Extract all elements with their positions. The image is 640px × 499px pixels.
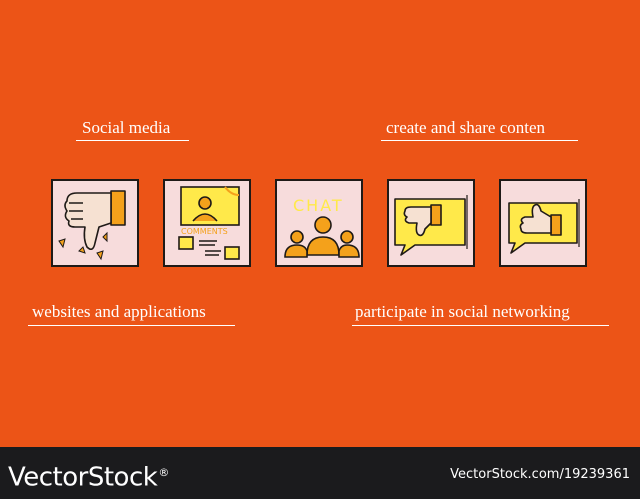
dislike-bubble-icon bbox=[394, 195, 468, 256]
tile-thumbs-down bbox=[51, 179, 139, 267]
image-credit: VectorStock.com/19239361 bbox=[450, 467, 630, 482]
tile-chat-group: CHAT bbox=[275, 179, 363, 267]
label-social-media: Social media bbox=[82, 118, 171, 137]
thumbs-down-icon bbox=[58, 190, 126, 261]
vectorstock-logo: VectorStock® bbox=[8, 462, 169, 493]
watermark-bar: VectorStock® VectorStock.com/19239361 bbox=[0, 447, 640, 499]
chat-group-icon: CHAT bbox=[284, 196, 360, 258]
comments-text: COMMENTS bbox=[181, 227, 228, 236]
tile-video-comments: COMMENTS bbox=[163, 179, 251, 267]
video-comments-icon: COMMENTS bbox=[178, 186, 240, 260]
tile-like-bubble bbox=[499, 179, 587, 267]
label-websites-apps: websites and applications bbox=[32, 302, 206, 321]
underline-social-media bbox=[76, 140, 189, 141]
underline-websites-apps bbox=[28, 325, 235, 326]
label-participate: participate in social networking bbox=[355, 302, 570, 321]
chat-text: CHAT bbox=[293, 196, 344, 215]
like-bubble-icon bbox=[508, 199, 580, 254]
label-create-share: create and share conten bbox=[386, 118, 546, 137]
underline-create-share bbox=[381, 140, 578, 141]
tile-dislike-bubble bbox=[387, 179, 475, 267]
underline-participate bbox=[352, 325, 609, 326]
